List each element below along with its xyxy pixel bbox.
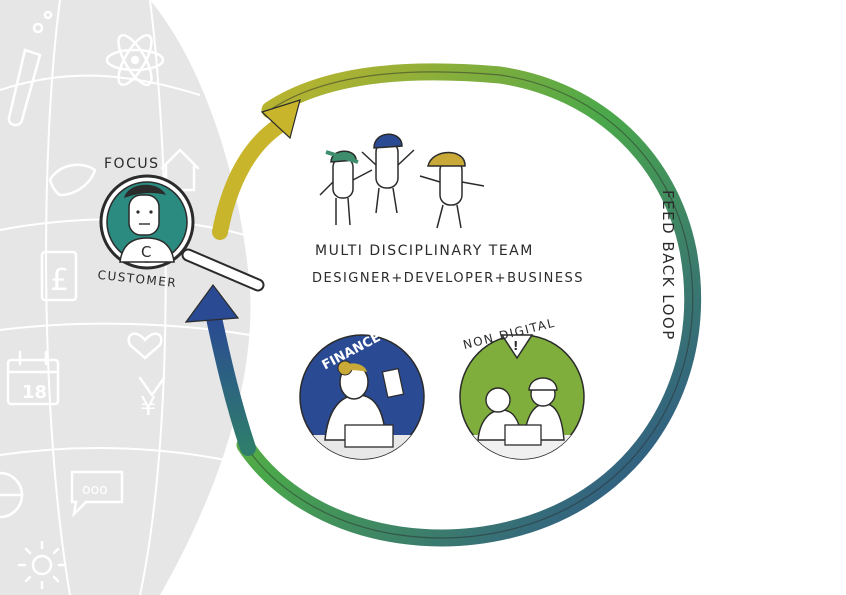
feedback-loop-label: FEED BACK LOOP xyxy=(659,190,677,341)
warning-symbol: ! xyxy=(513,339,518,353)
designer-figure xyxy=(319,150,373,226)
team-roles: DESIGNER+DEVELOPER+BUSINESS xyxy=(312,271,584,286)
chat-bubble-icon xyxy=(70,470,124,518)
finance-circle: FINANCE xyxy=(299,330,425,460)
non-digital-circle: ! NON DIGITAL xyxy=(459,316,585,460)
customer-badge-letter: C xyxy=(141,243,151,261)
calendar-day: 18 xyxy=(22,382,47,403)
atom-icon xyxy=(105,33,165,87)
team-title: MULTI DISCIPLINARY TEAM xyxy=(315,243,534,259)
focus-magnifier: C xyxy=(99,174,265,292)
heart-icon xyxy=(127,332,163,360)
business-figure xyxy=(419,151,485,229)
pound-icon xyxy=(40,250,78,302)
bird-icon xyxy=(48,163,97,197)
globe-icon xyxy=(0,471,24,519)
arrow-to-customer xyxy=(184,283,256,456)
yen-icon xyxy=(138,376,166,398)
feedback-loop-ring xyxy=(236,63,702,547)
pound-symbol: £ xyxy=(50,263,69,298)
warning-icon xyxy=(500,334,534,360)
focus-label: FOCUS xyxy=(104,156,159,172)
team-figures xyxy=(319,133,485,229)
arrow-to-team xyxy=(212,99,301,240)
developer-figure xyxy=(361,133,415,214)
calendar-icon xyxy=(6,350,60,406)
sun-icon xyxy=(17,540,67,590)
chat-dots: ooo xyxy=(82,482,108,498)
yen-symbol: ¥ xyxy=(140,392,157,422)
test-tube-icon xyxy=(7,10,53,127)
customer-figure xyxy=(119,184,175,263)
